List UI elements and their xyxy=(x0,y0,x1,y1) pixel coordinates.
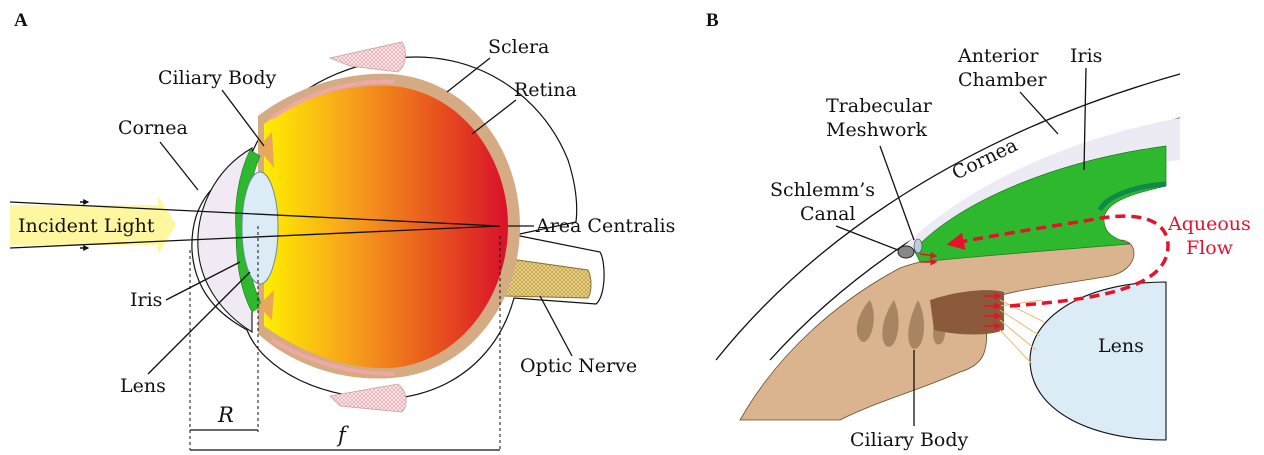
aqueous-label-1: Aqueous xyxy=(1167,213,1251,235)
lens-b xyxy=(1030,282,1166,440)
radius-label: R xyxy=(217,403,234,427)
lens-b-label: Lens xyxy=(1098,335,1144,357)
upper-muscle xyxy=(330,42,405,72)
panel-b: B xyxy=(706,10,1251,451)
optic-nerve-label: Optic Nerve xyxy=(520,355,637,377)
trabecular-meshwork xyxy=(914,239,922,253)
trabecular-label-1: Trabecular xyxy=(826,95,933,117)
schlemms-canal xyxy=(898,246,914,258)
retina-label: Retina xyxy=(514,79,577,101)
cornea-label: Cornea xyxy=(118,117,188,139)
lens xyxy=(242,172,278,284)
panel-a-letter: A xyxy=(14,10,28,31)
iris-label: Iris xyxy=(130,289,162,311)
area-centralis-label: Area Centralis xyxy=(535,215,675,237)
anterior-chamber-label-1: Anterior xyxy=(957,45,1039,67)
anterior-chamber-label-2: Chamber xyxy=(958,69,1048,91)
schlemm-label-2: Canal xyxy=(800,203,856,225)
sclera-label: Sclera xyxy=(488,36,549,58)
incident-light-label: Incident Light xyxy=(18,215,155,237)
ciliary-processes xyxy=(930,290,1004,334)
lens-label: Lens xyxy=(120,375,166,397)
aqueous-label-2: Flow xyxy=(1186,237,1234,259)
iris-b-label: Iris xyxy=(1070,45,1102,67)
ciliary-body-b-label: Ciliary Body xyxy=(850,429,969,451)
focal-length-label: f xyxy=(336,423,349,447)
trabecular-label-2: Meshwork xyxy=(826,119,927,141)
ciliary-body-label: Ciliary Body xyxy=(158,67,277,89)
panel-b-letter: B xyxy=(706,10,719,31)
panel-a: A Incident Light Sclera Ci xyxy=(10,10,675,450)
schlemm-label-1: Schlemm’s xyxy=(770,179,875,201)
